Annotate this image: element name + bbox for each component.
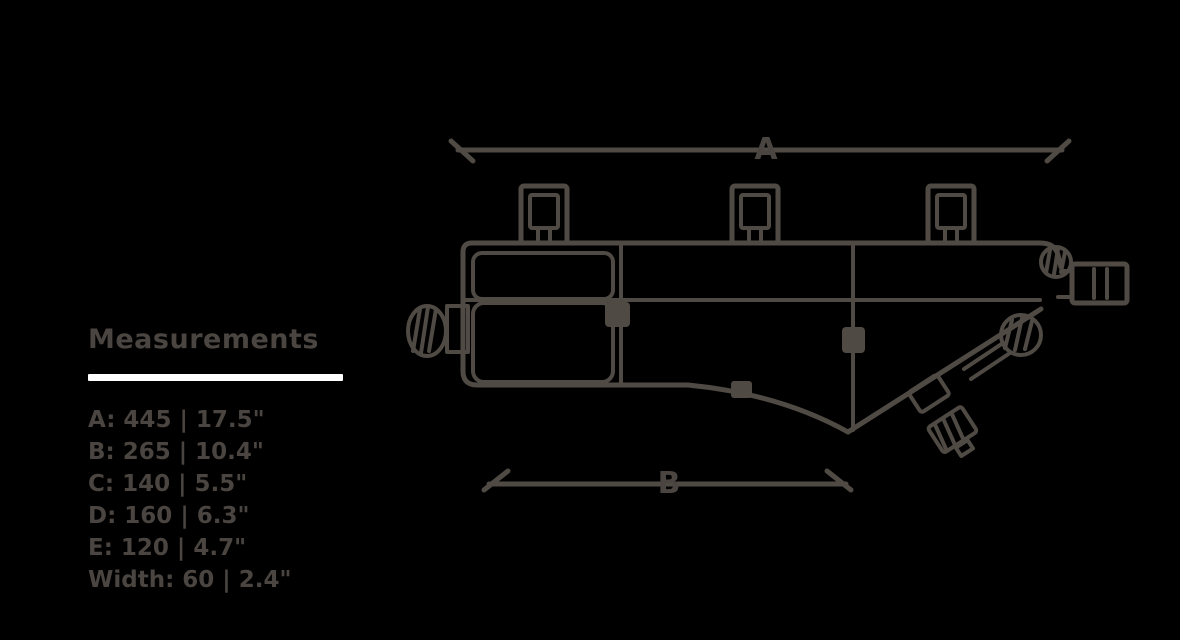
front-cam-buckle [406, 304, 470, 358]
measurement-row-width: Width: 60 | 2.4" [88, 567, 292, 593]
buckle-hatching [1044, 247, 1067, 276]
strap-tab [953, 438, 976, 459]
dimension-tick-icon [824, 468, 854, 493]
cam-buckle-icon [926, 405, 979, 454]
ladder-lock-bars [1092, 267, 1109, 300]
lower-strap-assembly [907, 373, 979, 459]
top-dimension-line: A [448, 132, 1072, 167]
bottom-dimension-line: B [481, 466, 854, 501]
zipper-slider-icon [842, 327, 865, 353]
measurement-row-e: E: 120 | 4.7" [88, 535, 247, 561]
bag-seams [461, 241, 1042, 432]
zipper-slider-icon [731, 381, 752, 398]
measurement-row-b: B: 265 | 10.4" [88, 439, 264, 465]
measurement-row-d: D: 160 | 6.3" [88, 503, 250, 529]
top-straps [518, 183, 977, 246]
measurements-list: A: 445 | 17.5" B: 265 | 10.4" C: 140 | 5… [88, 404, 388, 596]
ladder-lock-buckle-icon [1069, 261, 1130, 306]
dimension-label-b: B [658, 466, 681, 501]
cam-buckle-icon [999, 313, 1043, 357]
dimension-tick-icon [448, 138, 476, 164]
divider-line [88, 374, 343, 381]
top-strap [729, 183, 781, 246]
top-strap [518, 183, 570, 246]
front-pocket-panel [471, 251, 615, 301]
buckle-hatching [1003, 316, 1034, 352]
dimension-tick-icon [481, 468, 511, 493]
strap-loop [907, 373, 951, 414]
strap-webbing [962, 341, 1012, 381]
zipper-sliders [605, 302, 865, 398]
buckle-hatching [933, 412, 965, 452]
buckle-hatching [411, 305, 438, 355]
dimension-label-a: A [754, 132, 778, 167]
zipper-slider-icon [605, 302, 630, 327]
front-lower-panel [471, 301, 615, 384]
measurement-row-a: A: 445 | 17.5" [88, 407, 265, 433]
measurements-panel: Measurements A: 445 | 17.5" B: 265 | 10.… [88, 324, 388, 593]
measurements-title: Measurements [88, 324, 319, 355]
bag-outline [460, 240, 1064, 435]
rear-buckle-cluster [962, 245, 1130, 381]
measurement-row-c: C: 140 | 5.5" [88, 471, 248, 497]
dimension-tick-icon [1044, 138, 1072, 164]
cam-buckle-icon [1039, 245, 1073, 279]
top-strap [925, 183, 977, 246]
